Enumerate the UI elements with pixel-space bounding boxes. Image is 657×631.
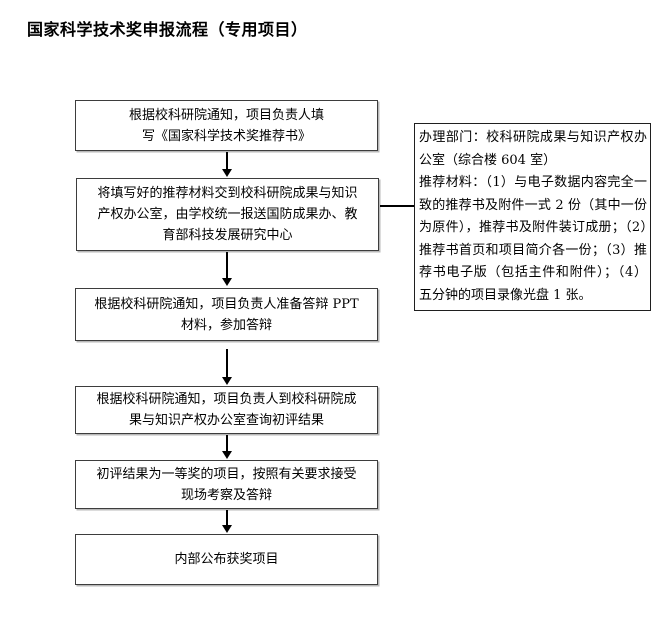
arrow-shaft [226, 435, 228, 451]
arrow-head-icon [222, 278, 232, 286]
flow-step-6-text: 内部公布获奖项目 [174, 552, 279, 567]
arrow-head-icon [222, 451, 232, 459]
flow-step-2: 将填写好的推荐材料交到校科研院成果与知识 产权办公室，由学校统一报送国防成果办、… [76, 178, 379, 251]
flow-step-2-text: 将填写好的推荐材料交到校科研院成果与知识 产权办公室，由学校统一报送国防成果办、… [97, 186, 358, 243]
arrow-head-icon [222, 377, 232, 385]
flow-step-5-text: 初评结果为一等奖的项目，按照有关要求接受 现场考察及答辩 [96, 466, 357, 503]
flow-step-1-text: 根据校科研院通知，项目负责人填 写《国家科学技术奖推荐书》 [128, 107, 324, 144]
flow-step-4: 根据校科研院通知，项目负责人到校科研院成 果与知识产权办公室查询初评结果 [75, 386, 378, 434]
flow-arrow-down-2 [222, 252, 232, 286]
page-title: 国家科学技术奖申报流程（专用项目） [27, 20, 308, 39]
flow-arrow-down-1 [222, 152, 232, 177]
arrow-shaft [226, 252, 228, 278]
flow-arrow-down-5 [222, 510, 232, 533]
arrow-head-icon [222, 169, 232, 177]
flow-step-3-text: 根据校科研院通知，项目负责人准备答辩 PPT 材料，参加答辩 [94, 296, 359, 333]
flow-step-6: 内部公布获奖项目 [75, 534, 378, 585]
flow-step-3: 根据校科研院通知，项目负责人准备答辩 PPT 材料，参加答辩 [75, 288, 378, 341]
annotation-connector-line [380, 205, 414, 207]
annotation-note-text: 办理部门：校科研院成果与知识产权办公室（综合楼 604 室） 推荐材料：（1）与… [419, 130, 647, 303]
flow-step-5: 初评结果为一等奖的项目，按照有关要求接受 现场考察及答辩 [75, 460, 378, 509]
flow-step-1: 根据校科研院通知，项目负责人填 写《国家科学技术奖推荐书》 [75, 100, 378, 151]
arrow-shaft [226, 152, 228, 169]
arrow-shaft [226, 510, 228, 525]
arrow-shaft [226, 349, 228, 377]
arrow-head-icon [222, 525, 232, 533]
flow-arrow-down-3 [222, 349, 232, 385]
flow-step-4-text: 根据校科研院通知，项目负责人到校科研院成 果与知识产权办公室查询初评结果 [96, 392, 357, 428]
flow-arrow-down-4 [222, 435, 232, 459]
annotation-note-box: 办理部门：校科研院成果与知识产权办公室（综合楼 604 室） 推荐材料：（1）与… [414, 123, 651, 311]
